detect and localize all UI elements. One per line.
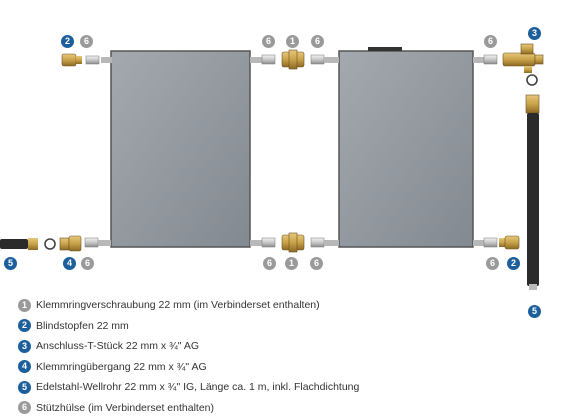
compression-coupling-bottom (282, 233, 304, 252)
callout-1-bottom-mid: 1 (285, 257, 298, 270)
legend-badge-3: 3 (18, 340, 31, 353)
support-sleeve-tl (86, 56, 99, 64)
blind-plug-bottom-right (499, 236, 519, 249)
pipe-stub-bm-left (250, 240, 262, 246)
compression-coupling-top (282, 50, 304, 69)
support-sleeve-bm-left (262, 238, 275, 247)
callout-2-top-left: 2 (61, 35, 74, 48)
legend-badge-5: 5 (18, 381, 31, 394)
legend-item-1: 1 Klemmringverschraubung 22 mm (im Verbi… (18, 295, 558, 316)
corrugated-hose-left (0, 239, 28, 249)
pipe-stub-bl (98, 240, 111, 246)
hose-fitting-top (526, 95, 539, 113)
legend-text-2: Blindstopfen 22 mm (36, 320, 129, 332)
callout-6-bottom-left: 6 (81, 257, 94, 270)
legend-text-3: Anschluss-T-Stück 22 mm x ¾" AG (36, 340, 199, 352)
pipe-stub-br (473, 240, 484, 246)
callout-6-bottom-mid-left: 6 (263, 257, 276, 270)
legend-item-2: 2 Blindstopfen 22 mm (18, 316, 558, 337)
corrugated-hose-right (527, 113, 539, 286)
legend-badge-4: 4 (18, 360, 31, 373)
legend-text-1: Klemmringverschraubung 22 mm (im Verbind… (36, 299, 320, 311)
legend-item-3: 3 Anschluss-T-Stück 22 mm x ¾" AG (18, 336, 558, 357)
compression-transition-fitting (60, 236, 81, 251)
support-sleeve-bm-right (311, 238, 324, 247)
flat-seal-right (527, 75, 537, 85)
callout-4-bottom-left: 4 (63, 257, 76, 270)
callout-2-bottom-right: 2 (507, 257, 520, 270)
legend: 1 Klemmringverschraubung 22 mm (im Verbi… (18, 295, 558, 418)
hose-end-bottom (529, 284, 537, 290)
callout-3-top-right: 3 (528, 27, 541, 40)
callout-1-top-mid: 1 (286, 35, 299, 48)
hose-fitting-left (28, 238, 38, 250)
pipe-stub-tr (473, 57, 484, 63)
callout-6-bottom-right: 6 (486, 257, 499, 270)
callout-6-top-mid-left: 6 (262, 35, 275, 48)
callout-5-left: 5 (4, 257, 17, 270)
support-sleeve-tr (484, 55, 497, 64)
legend-item-4: 4 Klemmringübergang 22 mm x ¾" AG (18, 357, 558, 378)
support-sleeve-tm-left (262, 55, 275, 64)
pipe-stub-tm-right (324, 57, 339, 63)
legend-text-4: Klemmringübergang 22 mm x ¾" AG (36, 361, 207, 373)
legend-item-5: 5 Edelstahl-Wellrohr 22 mm x ¾" IG, Läng… (18, 377, 558, 398)
support-sleeve-br (484, 238, 497, 247)
pipe-stub-tl (101, 57, 112, 63)
blind-plug-top-left (62, 54, 82, 66)
legend-badge-6: 6 (18, 401, 31, 414)
callout-6-top-right: 6 (484, 35, 497, 48)
support-sleeve-tm-right (311, 55, 324, 64)
legend-text-6: Stützhülse (im Verbinderset enthalten) (36, 402, 214, 414)
collector-panel-right (339, 51, 473, 247)
callout-6-top-left: 6 (80, 35, 93, 48)
pipe-stub-bm-right (324, 240, 339, 246)
legend-item-6: 6 Stützhülse (im Verbinderset enthalten) (18, 398, 558, 418)
legend-badge-2: 2 (18, 319, 31, 332)
collector-panel-left (111, 51, 250, 247)
flat-seal-left (45, 239, 55, 249)
legend-text-5: Edelstahl-Wellrohr 22 mm x ¾" IG, Länge … (36, 381, 359, 393)
panel-top-clip (368, 47, 402, 51)
callout-6-top-mid-right: 6 (311, 35, 324, 48)
connection-diagram: 2 6 6 1 6 6 3 5 4 6 6 1 6 6 2 5 (0, 0, 571, 290)
connection-t-piece (503, 44, 543, 73)
support-sleeve-bl (85, 238, 98, 247)
legend-badge-1: 1 (18, 299, 31, 312)
callout-6-bottom-mid-right: 6 (310, 257, 323, 270)
pipe-stub-tm-left (250, 57, 262, 63)
